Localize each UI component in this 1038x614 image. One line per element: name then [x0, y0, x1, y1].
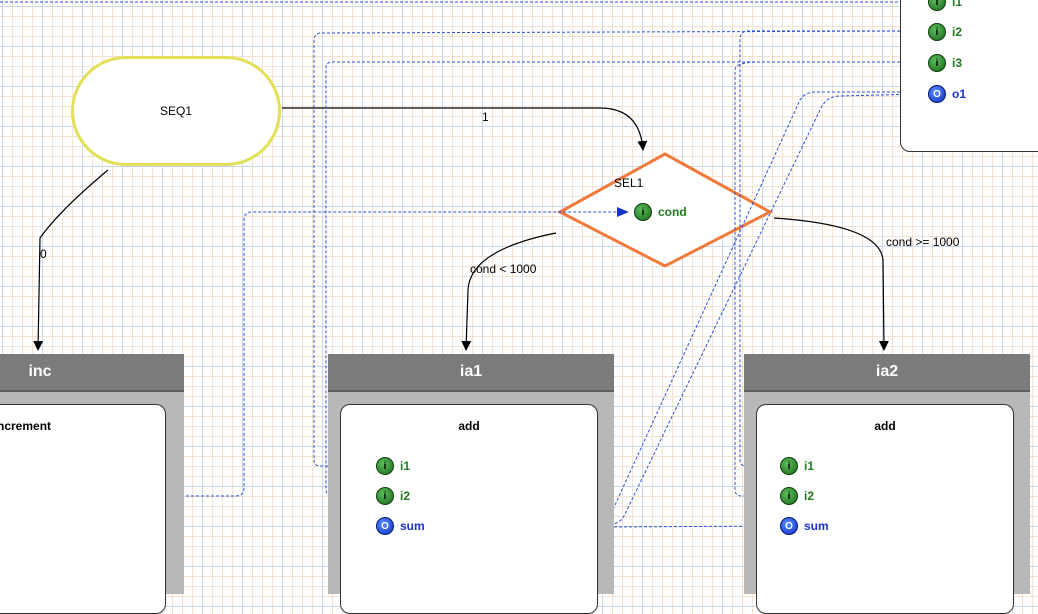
data-link-inc-to-cond[interactable] — [66, 207, 629, 497]
port-label: i2 — [804, 489, 815, 503]
task-body: add i i1 i i2 O sum — [340, 404, 598, 614]
task-subtitle: ncrement — [0, 419, 52, 433]
edge-label-seq-sel: 1 — [482, 110, 489, 124]
task-header: ia1 — [328, 354, 614, 392]
task-title: ia2 — [875, 363, 899, 380]
edge-label-sel-ia1: cond < 1000 — [470, 262, 537, 276]
task-header: ia2 — [744, 354, 1030, 392]
task-inc[interactable]: inc ncrement — [0, 354, 184, 614]
port-label: sum — [400, 519, 425, 533]
input-port-icon: i — [928, 23, 946, 41]
ia2-port-i2[interactable]: i i2 — [780, 487, 814, 505]
task-body: ncrement — [0, 404, 166, 614]
task-subtitle: add — [458, 419, 480, 433]
data-link-i3-to-ia2-i2[interactable] — [734, 61, 925, 501]
edge-label-sel-ia2: cond >= 1000 — [886, 235, 960, 249]
ia1-port-i1[interactable]: i i1 — [376, 457, 410, 475]
input-port-icon: i — [376, 487, 394, 505]
data-link-i2-to-ia2-i1[interactable] — [739, 30, 925, 471]
ia2-port-sum[interactable]: O sum — [780, 517, 829, 535]
port-label: i3 — [952, 56, 963, 70]
task-ia1[interactable]: ia1 add i i1 i i2 O sum — [328, 354, 614, 614]
ia2-port-i1[interactable]: i i1 — [780, 457, 814, 475]
top-task-panel[interactable]: i i1 i i2 i i3 O o1 — [900, 0, 1038, 152]
port-label: i2 — [952, 25, 963, 39]
input-port-icon: i — [634, 203, 652, 221]
panel-port-i3[interactable]: i i3 — [928, 54, 962, 72]
task-subtitle: add — [874, 419, 896, 433]
input-port-icon: i — [780, 487, 798, 505]
ia1-port-i2[interactable]: i i2 — [376, 487, 410, 505]
edge-seq-to-inc[interactable] — [33, 169, 109, 351]
seq-node[interactable]: SEQ1 — [71, 56, 281, 166]
panel-port-i2[interactable]: i i2 — [928, 23, 962, 41]
input-port-icon: i — [780, 457, 798, 475]
port-label: i1 — [952, 0, 963, 9]
selector-port-cond[interactable]: i cond — [634, 203, 687, 221]
task-body: add i i1 i i2 O sum — [756, 404, 1014, 614]
port-label: o1 — [952, 87, 967, 101]
edge-label-seq-inc: 0 — [40, 247, 47, 261]
input-port-icon: i — [376, 457, 394, 475]
ia1-port-sum[interactable]: O sum — [376, 517, 425, 535]
port-label: i1 — [400, 459, 411, 473]
port-label: cond — [658, 205, 687, 219]
task-header: inc — [0, 354, 184, 392]
output-port-icon: O — [780, 517, 798, 535]
task-title: ia1 — [459, 363, 483, 380]
port-label: i1 — [804, 459, 815, 473]
edge-sel-to-ia2[interactable] — [773, 217, 889, 351]
edge-sel-to-ia1[interactable] — [461, 232, 557, 351]
selector-label: SEL1 — [614, 176, 644, 190]
output-port-icon: O — [928, 85, 946, 103]
input-port-icon: i — [928, 54, 946, 72]
data-link-i2-to-ia1-i1[interactable] — [313, 30, 926, 471]
output-port-icon: O — [376, 517, 394, 535]
seq-label: SEQ1 — [159, 104, 192, 118]
task-ia2[interactable]: ia2 add i i1 i i2 O sum — [744, 354, 1030, 614]
input-port-icon: i — [928, 0, 946, 11]
panel-port-o1[interactable]: O o1 — [928, 85, 966, 103]
port-label: i2 — [400, 489, 411, 503]
panel-port-i1[interactable]: i i1 — [928, 0, 962, 11]
task-title: inc — [28, 363, 52, 380]
edge-seq-to-sel[interactable] — [282, 107, 648, 151]
port-label: sum — [804, 519, 829, 533]
